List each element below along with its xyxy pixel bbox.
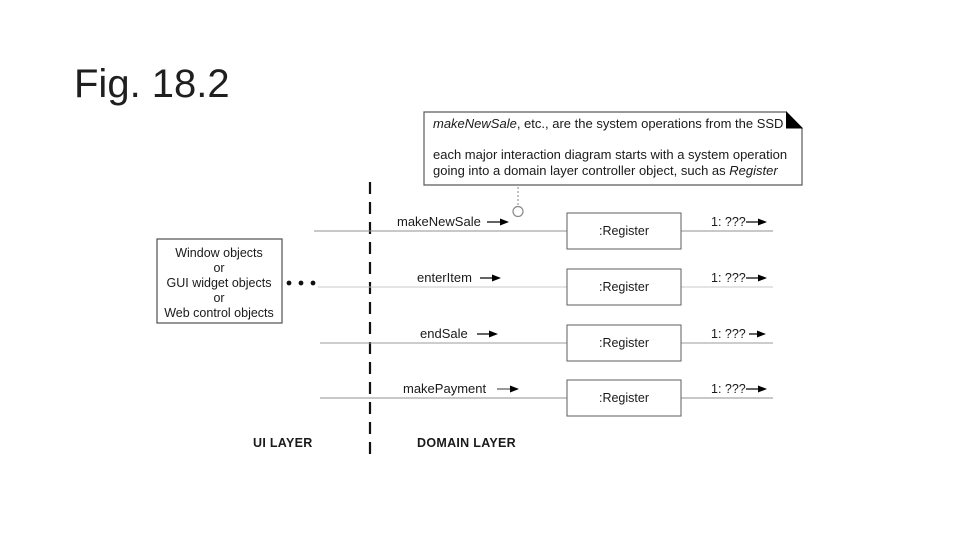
arrow-head xyxy=(757,330,766,338)
arrow-head xyxy=(489,330,498,338)
register-box xyxy=(566,324,682,362)
sequence-label: 1: ??? xyxy=(711,215,746,229)
ui-box-line-3: GUI widget objects xyxy=(167,276,272,290)
layer-labels: UI LAYER DOMAIN LAYER xyxy=(253,436,516,450)
message-row-1: makeNewSale :Register 1: ??? xyxy=(397,212,767,250)
sequence-arrow-icon xyxy=(749,330,766,338)
register-label: :Register xyxy=(599,336,649,350)
note-line-2: each major interaction diagram starts wi… xyxy=(433,147,787,162)
message-row-3: endSale :Register 1: ??? xyxy=(420,324,766,362)
ui-layer-label: UI LAYER xyxy=(253,436,313,450)
ellipsis-dots-icon xyxy=(286,280,316,286)
figure-title: Fig. 18.2 xyxy=(74,62,230,106)
note-anchor-circle-icon xyxy=(512,205,524,218)
register-box xyxy=(566,268,682,306)
ellipsis-dot xyxy=(310,280,316,286)
arrow-head xyxy=(758,274,767,282)
arrow-head xyxy=(500,218,509,226)
register-label: :Register xyxy=(599,280,649,294)
note-line-3-text: going into a domain layer controller obj… xyxy=(433,163,729,178)
message-label: makePayment xyxy=(403,381,486,396)
ui-box-line-5: Web control objects xyxy=(164,306,274,320)
message-arrow-icon xyxy=(480,274,501,282)
register-box xyxy=(566,212,682,250)
ui-box-line-1: Window objects xyxy=(175,246,263,260)
note-outline xyxy=(423,111,803,186)
ui-box-line-2: or xyxy=(213,261,224,275)
ui-box-line-4: or xyxy=(213,291,224,305)
note-line-3: going into a domain layer controller obj… xyxy=(433,163,778,178)
arrow-head xyxy=(758,385,767,393)
ui-objects-box-outline xyxy=(156,238,283,324)
message-label: enterItem xyxy=(417,270,472,285)
sequence-label: 1: ??? xyxy=(711,382,746,396)
message-arrow-icon xyxy=(497,385,519,393)
note-anchor xyxy=(512,187,524,218)
ellipsis-dot xyxy=(286,280,292,286)
ui-objects-box: Window objects or GUI widget objects or … xyxy=(156,238,283,324)
message-row-4: makePayment :Register 1: ??? xyxy=(403,379,767,417)
message-label: endSale xyxy=(420,326,468,341)
register-label: :Register xyxy=(599,391,649,405)
note-fold-icon xyxy=(786,111,803,129)
message-row-2: enterItem :Register 1: ??? xyxy=(417,268,767,306)
note-line-1: makeNewSale, etc., are the system operat… xyxy=(433,116,783,131)
sequence-arrow-icon xyxy=(746,385,767,393)
sequence-arrow-icon xyxy=(746,274,767,282)
uml-note: makeNewSale, etc., are the system operat… xyxy=(423,111,803,186)
sequence-arrow-icon xyxy=(746,218,767,226)
register-label: :Register xyxy=(599,224,649,238)
note-line-1-rest: , etc., are the system operations from t… xyxy=(517,116,784,131)
note-line-3-italic: Register xyxy=(729,163,778,178)
message-label: makeNewSale xyxy=(397,214,481,229)
arrow-head xyxy=(510,385,519,393)
message-arrow-icon xyxy=(477,330,498,338)
ellipsis-dot xyxy=(298,280,304,286)
register-box xyxy=(566,379,682,417)
arrow-head xyxy=(758,218,767,226)
sequence-label: 1: ??? xyxy=(711,327,746,341)
note-line-1-italic: makeNewSale xyxy=(433,116,517,131)
message-arrow-icon xyxy=(487,218,509,226)
arrow-head xyxy=(492,274,501,282)
domain-layer-label: DOMAIN LAYER xyxy=(417,436,516,450)
sequence-label: 1: ??? xyxy=(711,271,746,285)
